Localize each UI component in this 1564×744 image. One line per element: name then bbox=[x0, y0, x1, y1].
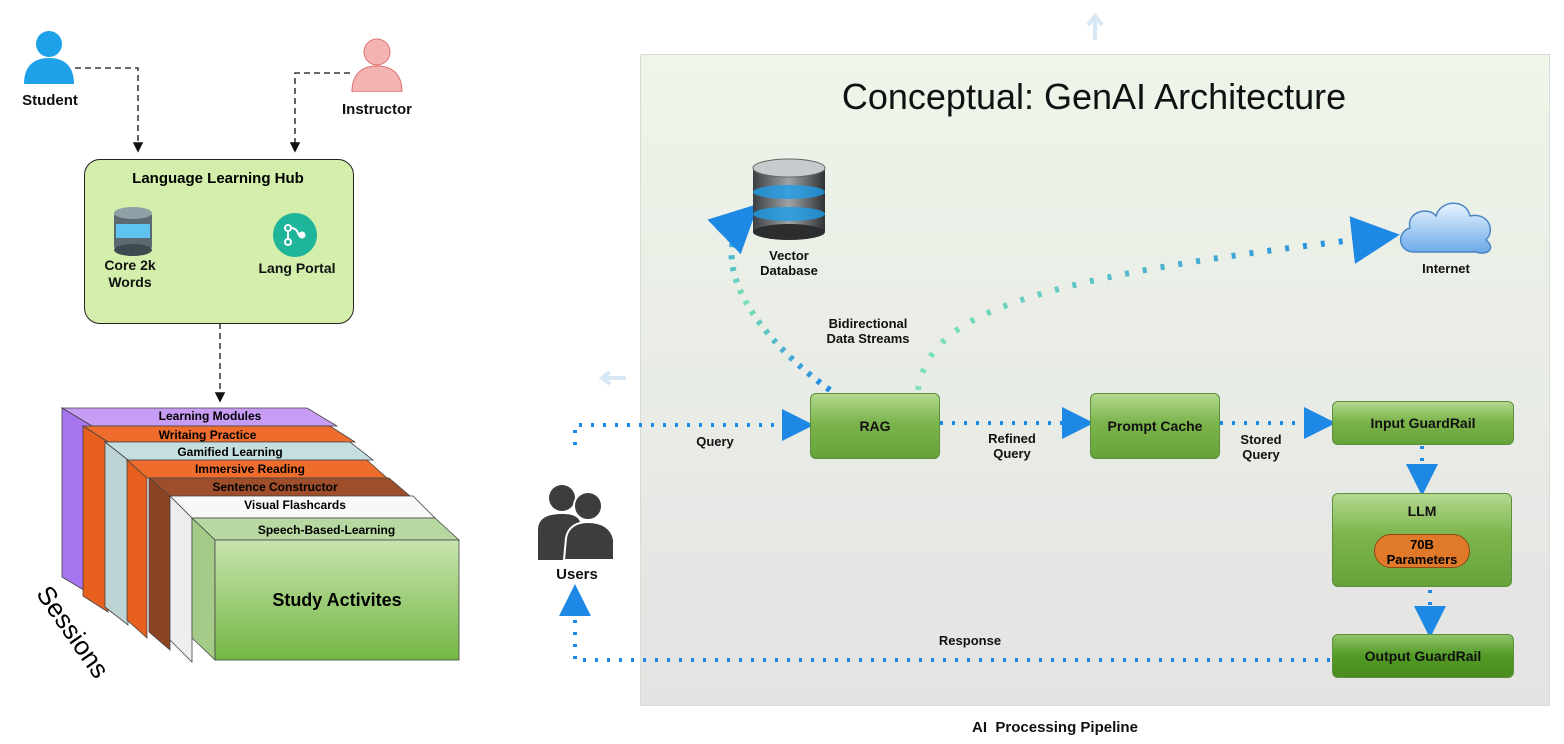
query-label: Query bbox=[696, 434, 734, 449]
instructor-to-hub-line bbox=[289, 72, 350, 153]
sessions-stack bbox=[60, 407, 461, 663]
lang-portal-label: Lang Portal bbox=[258, 260, 336, 276]
core-words-label: Core 2k Words bbox=[104, 257, 156, 290]
study-activities-title: Study Activites bbox=[272, 590, 402, 610]
users-label: Users bbox=[556, 566, 598, 583]
layer-writing-practice: Writaing Practice bbox=[158, 428, 257, 442]
llm-params-badge: 70B Parameters bbox=[1374, 534, 1470, 568]
input-guardrail-node: Input GuardRail bbox=[1332, 401, 1514, 445]
architecture-title: Conceptual: GenAI Architecture bbox=[841, 76, 1347, 117]
llm-label: LLM bbox=[1407, 503, 1437, 519]
response-label: Response bbox=[938, 633, 1002, 648]
layer-immersive-reading: Immersive Reading bbox=[194, 462, 306, 476]
vector-database-label: Vector Database bbox=[760, 248, 818, 278]
student-icon bbox=[24, 31, 74, 84]
refined-query-label: Refined Query bbox=[988, 431, 1036, 461]
instructor-icon bbox=[351, 38, 403, 92]
instructor-label: Instructor bbox=[341, 101, 412, 118]
internet-label: Internet bbox=[1422, 261, 1470, 276]
cloud-icon bbox=[1400, 202, 1492, 254]
pipeline-caption: AI Processing Pipeline bbox=[972, 719, 1138, 736]
student-to-hub-line bbox=[75, 67, 144, 153]
layer-speech-based-learning: Speech-Based-Learning bbox=[257, 523, 396, 537]
prompt-cache-node: Prompt Cache bbox=[1090, 393, 1220, 459]
layer-gamified-learning: Gamified Learning bbox=[177, 445, 283, 459]
rag-node: RAG bbox=[810, 393, 940, 459]
faded-left-arrow bbox=[598, 370, 626, 386]
core-words-db-icon bbox=[114, 207, 152, 256]
users-icon bbox=[538, 485, 615, 560]
layer-sentence-constructor: Sentence Constructor bbox=[212, 480, 338, 494]
lang-portal-icon bbox=[273, 213, 317, 257]
stored-query-label: Stored Query bbox=[1240, 432, 1282, 462]
rag-internet-stream bbox=[915, 216, 1400, 391]
layer-visual-flashcards: Visual Flashcards bbox=[244, 498, 346, 512]
output-guardrail-node: Output GuardRail bbox=[1332, 634, 1514, 678]
response-line bbox=[559, 584, 1330, 662]
bidirectional-streams-label: Bidirectional Data Streams bbox=[826, 316, 910, 346]
vector-database-icon bbox=[752, 158, 826, 240]
faded-up-arrow bbox=[1086, 12, 1104, 40]
hub-title: Language Learning Hub bbox=[132, 170, 304, 187]
student-label: Student bbox=[22, 92, 78, 109]
layer-learning-modules: Learning Modules bbox=[158, 409, 262, 423]
